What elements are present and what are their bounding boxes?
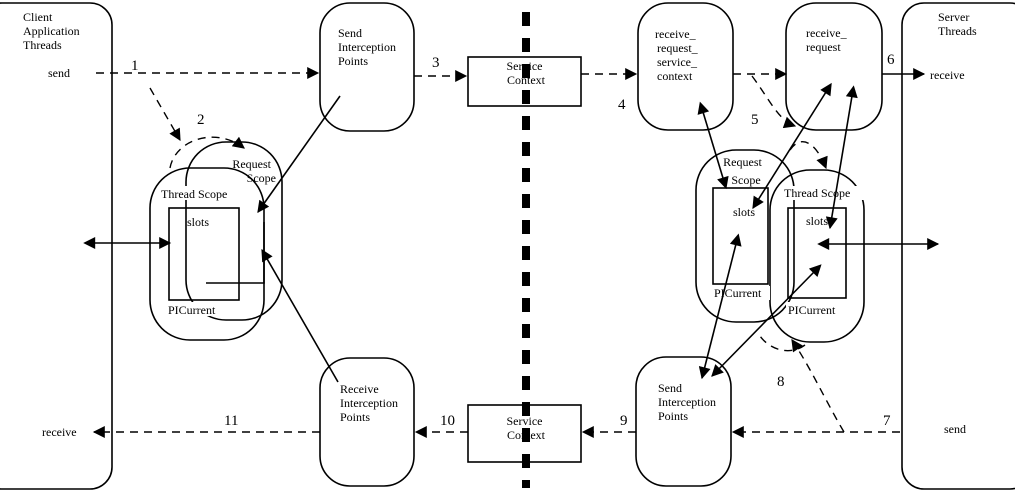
step-10: 10 [440, 413, 455, 429]
step-1: 1 [131, 58, 139, 74]
receive-request-slots-b-double-arrow [825, 85, 858, 230]
step-2: 2 [197, 112, 205, 128]
step-11: 11 [224, 413, 238, 429]
send-interception-points-left [319, 2, 415, 132]
flow-1-branch [149, 87, 181, 142]
svc-ctx-slots-double-arrow [697, 101, 729, 190]
step-3: 3 [432, 55, 440, 71]
left-thread-scope-label: Thread Scope [161, 187, 227, 201]
send-ip-slots-a-double-arrow [698, 233, 742, 380]
recv-req-label: receive_ request [806, 26, 850, 54]
receive-request-box [785, 2, 883, 131]
service-context-top-label: Service Context [507, 59, 546, 87]
recv-req-svc-ctx-label: receive_ request_ service_ context [655, 27, 701, 83]
step-6: 6 [887, 52, 895, 68]
client-title: Client Application Threads [23, 10, 83, 52]
right-slots-label-a: slots [733, 205, 755, 219]
left-picurrent-label: PICurrent [168, 303, 216, 317]
server-receive-label: receive [930, 68, 965, 82]
left-slots-label: slots [187, 215, 209, 229]
step-9: 9 [620, 413, 628, 429]
send-ip-to-slots-arrow [257, 95, 341, 213]
right-slots-box-a [712, 187, 769, 285]
service-context-bottom-label: Service Context [507, 414, 546, 442]
send-interception-points-right [635, 356, 732, 487]
receive-interception-points-left [319, 357, 415, 487]
send-ip-left-label: Send Interception Points [338, 26, 399, 68]
left-thread-scope-label-bg [158, 186, 242, 200]
step-5: 5 [751, 112, 759, 128]
step-4: 4 [618, 97, 626, 113]
flow-8-branch [791, 339, 845, 433]
receive-request-slots-a-double-arrow [752, 82, 832, 210]
right-picurrent-label-b: PICurrent [788, 303, 836, 317]
client-receive-label: receive [42, 425, 77, 439]
server-title: Server Threads [938, 10, 977, 38]
service-context-bottom [467, 404, 582, 463]
right-thread-scope-label: Thread Scope [784, 186, 850, 200]
flow-8-arc [759, 335, 806, 352]
right-picurrent-label-a: PICurrent [714, 286, 762, 300]
client-send-label: send [48, 66, 70, 80]
receive-ip-left-label: Receive Interception Points [340, 382, 401, 424]
step-7: 7 [883, 413, 891, 429]
step-8: 8 [777, 374, 785, 390]
left-scope-link-line [206, 222, 265, 284]
service-context-top [467, 56, 582, 107]
server-send-label: send [944, 422, 966, 436]
send-ip-right-label: Send Interception Points [658, 381, 719, 423]
flow-5-arc [789, 141, 828, 170]
receive-ip-to-slots-arrow [261, 248, 339, 383]
receive-request-service-context-box [637, 2, 734, 131]
right-slots-label-b: slots [806, 214, 828, 228]
left-slots-box [168, 207, 240, 301]
send-ip-slots-b-double-arrow [711, 264, 822, 377]
flow-2-arc [169, 136, 245, 169]
left-picurrent-label-bg [166, 302, 228, 316]
right-request-scope-label: Request Scope [723, 155, 765, 187]
